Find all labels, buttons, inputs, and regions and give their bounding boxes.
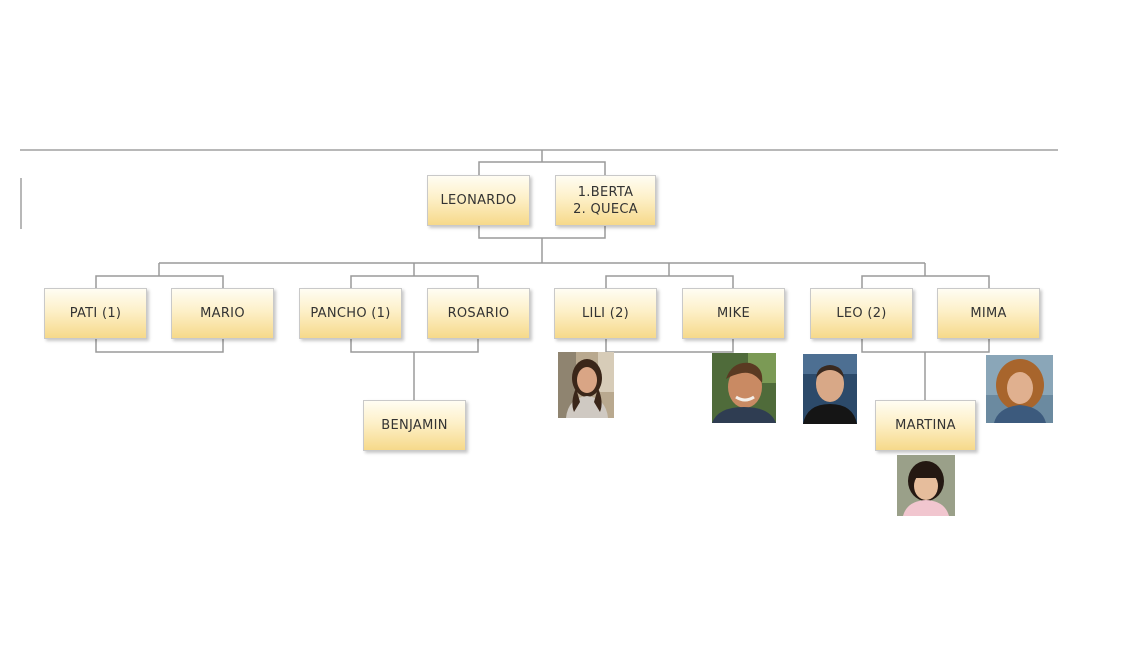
node-martina[interactable]: MARTINA: [875, 400, 976, 451]
node-spouse-line1: 1.BERTA: [577, 184, 634, 200]
node-leo-label: LEO (2): [836, 306, 887, 321]
node-lili[interactable]: LILI (2): [554, 288, 657, 339]
node-benjamin[interactable]: BENJAMIN: [363, 400, 466, 451]
photo-mike: [712, 353, 776, 423]
node-spouse-line2: 2. QUECA: [573, 201, 638, 217]
node-mario[interactable]: MARIO: [171, 288, 274, 339]
photo-martina: [897, 455, 955, 516]
node-mima[interactable]: MIMA: [937, 288, 1040, 339]
node-mima-label: MIMA: [970, 306, 1007, 321]
node-berta-queca[interactable]: 1.BERTA 2. QUECA: [555, 175, 656, 226]
node-leonardo[interactable]: LEONARDO: [427, 175, 530, 226]
photo-lili: [558, 352, 614, 418]
node-pancho[interactable]: PANCHO (1): [299, 288, 402, 339]
node-mike[interactable]: MIKE: [682, 288, 785, 339]
node-pancho-label: PANCHO (1): [310, 306, 391, 321]
node-martina-label: MARTINA: [895, 418, 956, 433]
node-pati-label: PATI (1): [69, 306, 122, 321]
node-mike-label: MIKE: [717, 306, 750, 321]
node-rosario-label: ROSARIO: [447, 306, 510, 321]
node-pati[interactable]: PATI (1): [44, 288, 147, 339]
node-leo[interactable]: LEO (2): [810, 288, 913, 339]
node-rosario[interactable]: ROSARIO: [427, 288, 530, 339]
node-benjamin-label: BENJAMIN: [381, 418, 448, 433]
photo-leo: [803, 354, 857, 424]
node-leonardo-label: LEONARDO: [440, 193, 517, 208]
node-mario-label: MARIO: [200, 306, 245, 321]
node-lili-label: LILI (2): [581, 306, 630, 321]
photo-mima: [986, 355, 1053, 423]
